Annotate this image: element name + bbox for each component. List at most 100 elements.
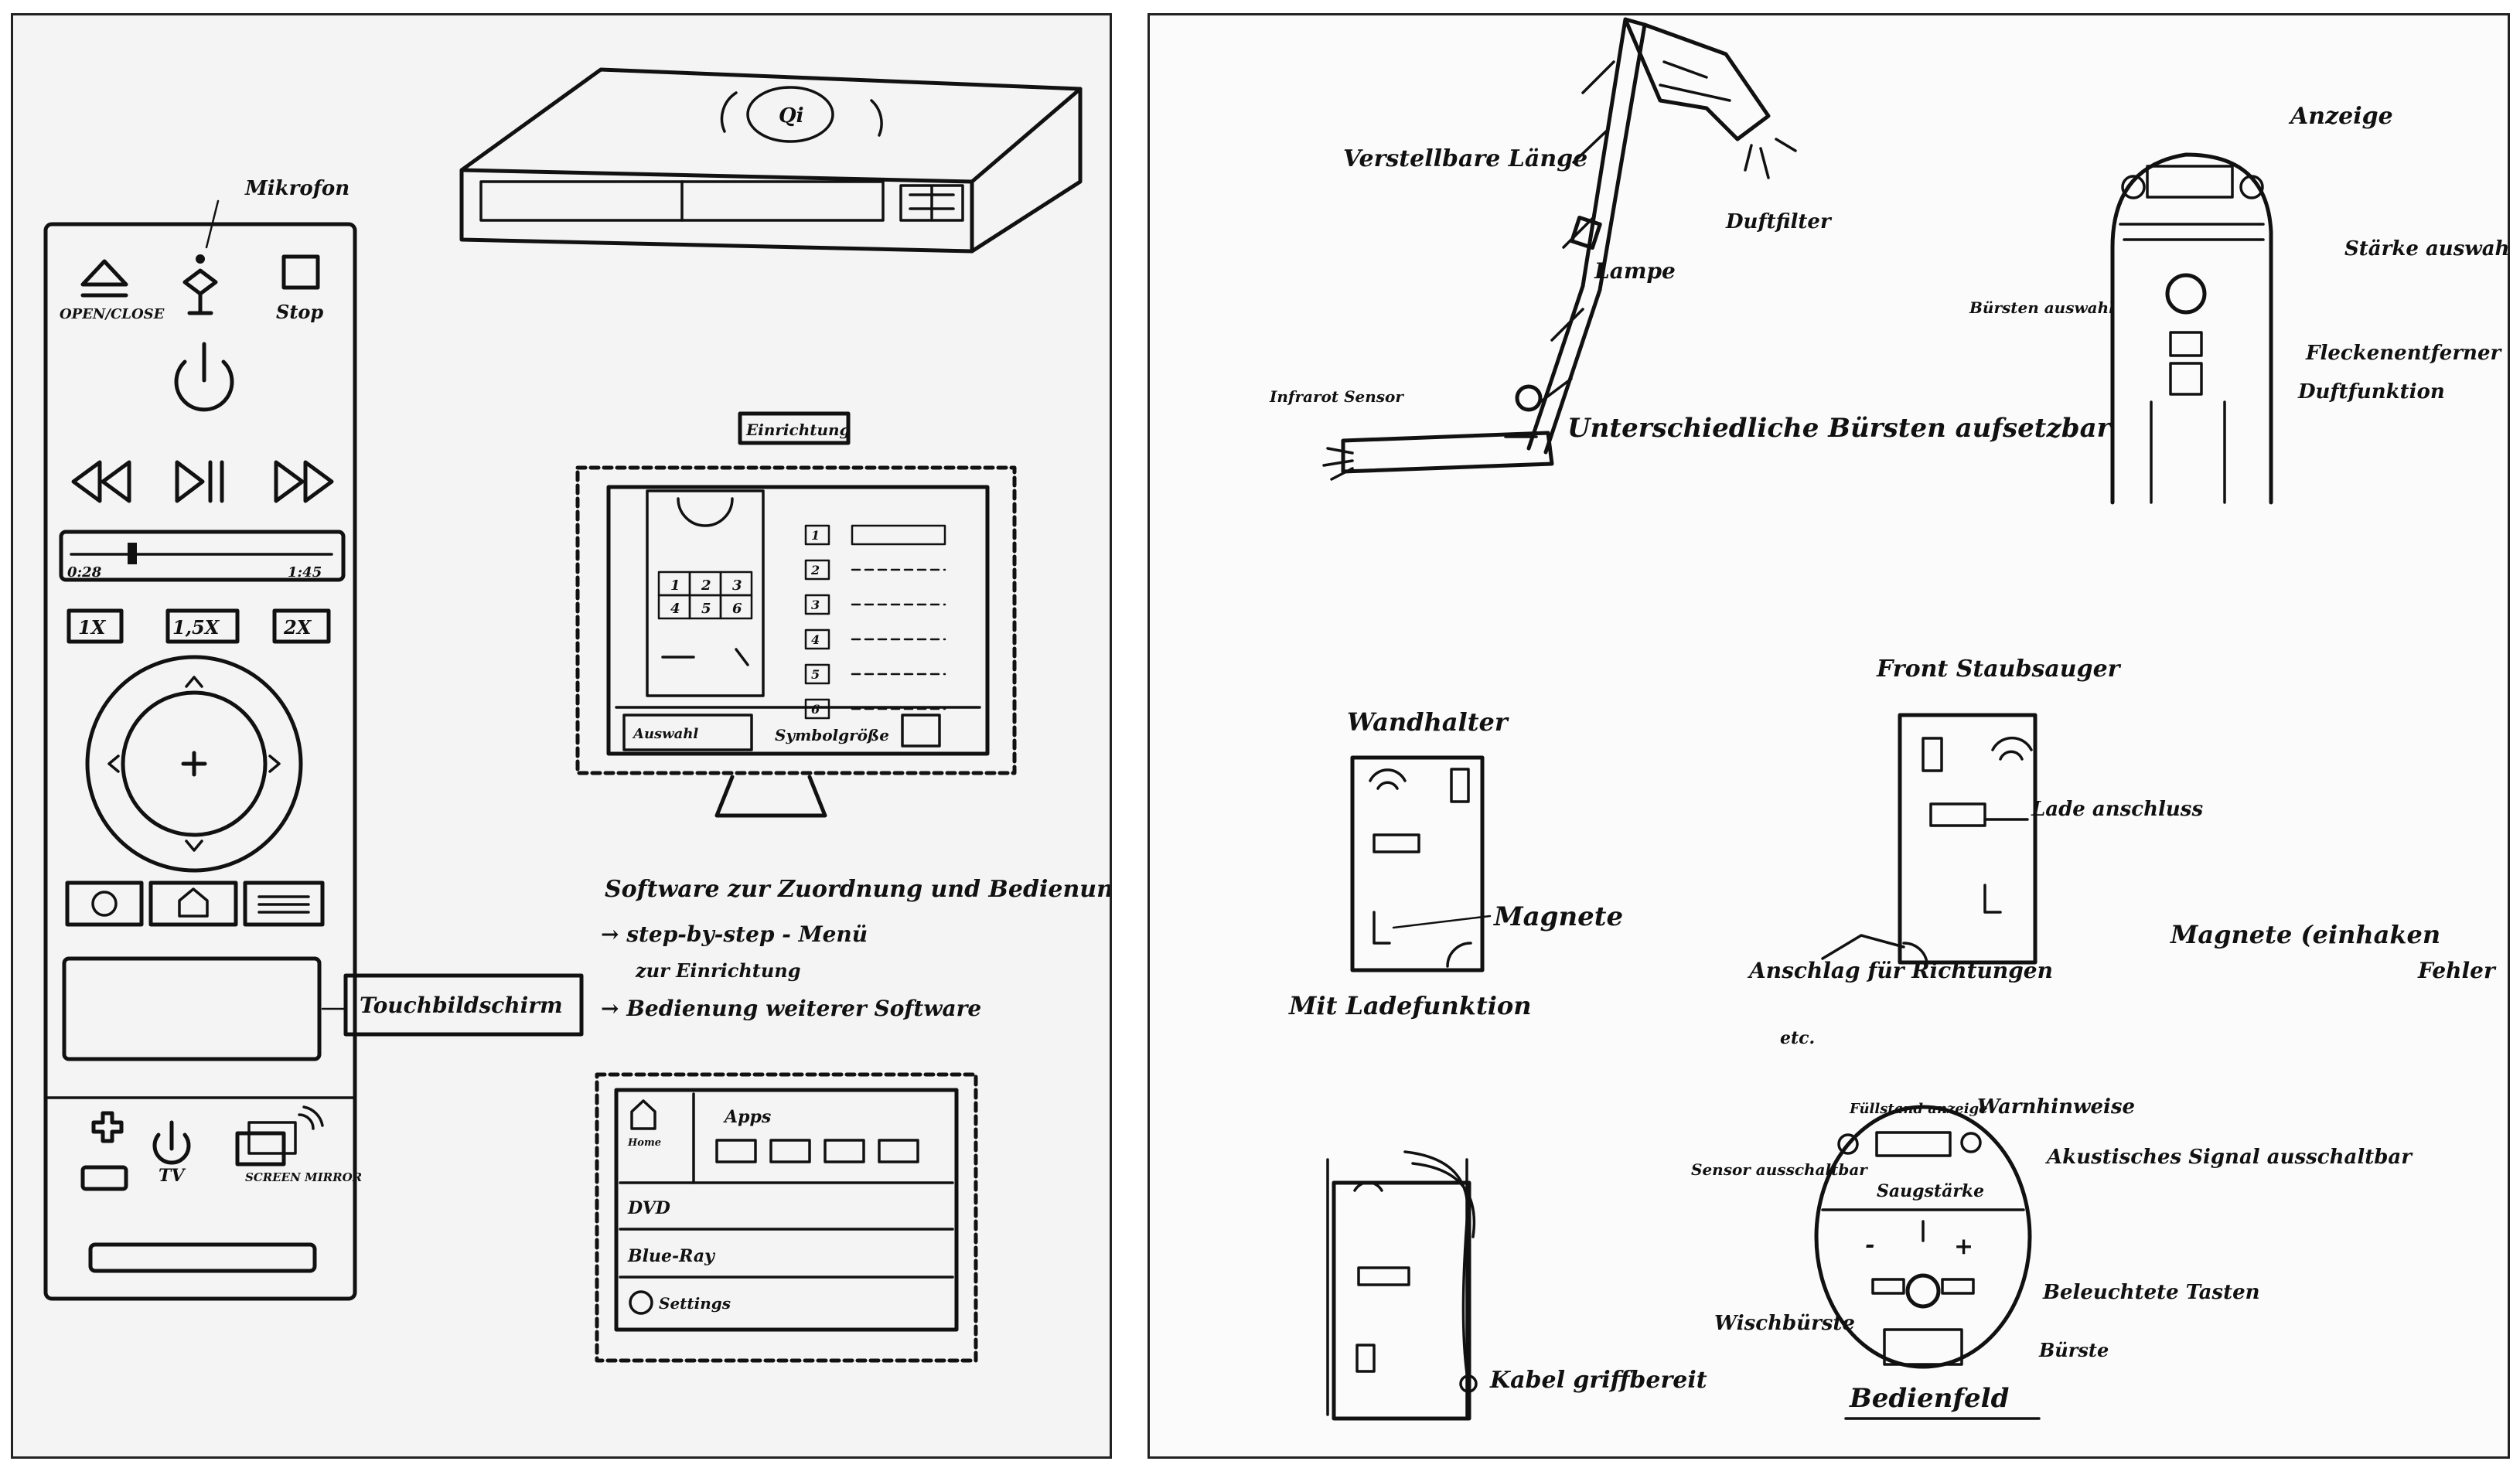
front-vacuum [1898,713,2037,965]
front-stop-label-2: etc. [1780,1028,1815,1048]
front-magnets-label-2: Fehler [2417,958,2497,983]
app-row-bluray[interactable]: Blue-Ray [627,1246,716,1266]
app-tile-4[interactable] [878,1139,919,1163]
vacuum-sketch-drawing: Verstellbare Länge Lampe Duftfilter Infr… [1269,17,2510,1421]
touchscreen-callout-box [343,973,584,1037]
tv-power-icon[interactable] [152,1120,191,1165]
control-fill-label: Füllstand anzeige [1849,1101,1988,1117]
monitor-size-label: Symbolgröße [775,726,889,744]
note-line-4: → Bedienung weiterer Software [601,996,981,1021]
handle-scent-label: Duftfunktion [2297,380,2445,404]
wall-holder-title: Wandhalter [1347,707,1509,737]
touchscreen[interactable] [62,956,322,1061]
control-soft-label: Wischbürste [1714,1312,1855,1335]
remote-body [43,222,357,1301]
cable-label: Kabel griffbereit [1489,1367,1707,1394]
handle-strength-label: Stärke auswahl [2344,237,2510,261]
front-charge-label: Lade anschluss [2031,798,2203,821]
speed-1x-button[interactable] [66,608,124,644]
plus-icon[interactable] [91,1111,124,1143]
front-stop-arrow [1821,934,1905,960]
monitor-select-label: Auswahl [632,726,698,742]
minus-button[interactable] [80,1165,128,1191]
progress-bar[interactable] [59,530,346,582]
preview-dpad [677,497,734,527]
menu-icon [257,895,310,914]
home-icon-app[interactable] [630,1099,656,1130]
settings-icon[interactable] [629,1290,653,1315]
monitor-remote-preview [646,489,765,697]
mic-leader-line [205,199,220,249]
monitor-header-box [738,411,851,445]
touchscreen-label: Touchbildschirm [360,993,563,1018]
time-end: 1:45 [288,564,322,581]
numpad-5: 5 [701,601,711,617]
list-num-4: 4 [811,632,820,647]
microphone-icon[interactable] [182,254,218,315]
monitor-stand [714,775,827,818]
player-box [459,67,1083,254]
note-line-2: → step-by-step - Menü [601,921,868,947]
app-tile-2[interactable] [769,1139,811,1163]
home-icon [178,887,209,918]
sketch-panel-remote: Mikrofon OPEN/CLOSE Stop 0:28 1:45 1X 1,… [11,13,1112,1459]
control-sensor-label: Sensor ausschaltbar [1691,1160,1868,1179]
list-num-3: 3 [811,598,820,612]
dpad-ok-icon[interactable] [181,751,207,777]
control-minus-label[interactable]: - [1865,1231,1874,1259]
play-pause-button[interactable] [175,460,224,503]
app-row-settings[interactable]: Settings [659,1294,731,1313]
control-plus-label[interactable]: + [1954,1233,1973,1260]
eject-button[interactable] [80,259,128,298]
app-screen [614,1088,959,1332]
power-button[interactable] [174,342,234,412]
list-num-6: 6 [811,702,820,717]
app-row-dvd[interactable]: DVD [627,1198,670,1218]
dpad-down-icon[interactable] [185,840,203,852]
lamp-arm [1322,17,1797,481]
rewind-button[interactable] [71,460,131,503]
lamp-length-label: Verstellbare Länge [1343,145,1587,172]
home-button[interactable] [148,880,238,927]
app-tile-3[interactable] [824,1139,865,1163]
vacuum-handle [2110,152,2273,505]
handle-stain-label: Fleckenentferner [2305,342,2502,365]
dpad-ring[interactable] [85,655,303,873]
dpad-left-icon[interactable] [107,754,120,773]
app-tile-1[interactable] [715,1139,757,1163]
monitor-list [804,524,946,720]
control-warnings-label: Warnhinweise [1977,1095,2135,1119]
speed-15x-button[interactable] [165,608,240,644]
sketch-panel-vacuum: Verstellbare Länge Lampe Duftfilter Infr… [1147,13,2510,1459]
control-panel-title: Bedienfeld [1849,1383,2010,1414]
note-line-1: Software zur Zuordnung und Bedienung [605,876,1112,903]
monitor-size-icon [901,714,941,748]
stop-button[interactable] [281,254,320,290]
wall-holder [1350,755,1492,972]
cable-device [1326,1150,1478,1421]
list-num-5: 5 [811,667,820,682]
control-suction-label: Saugstärke [1877,1181,1984,1201]
back-icon [91,891,118,917]
lamp-filter-label: Duftfilter [1725,210,1833,233]
dpad-right-icon[interactable] [268,754,281,773]
lamp-label: Lampe [1594,258,1676,284]
time-start: 0:28 [67,564,102,581]
stop-label: Stop [276,301,323,323]
back-button[interactable] [65,880,144,927]
dpad-up-icon[interactable] [185,676,203,688]
list-num-2: 2 [810,563,820,577]
tv-label: TV [159,1166,186,1186]
speed-2x-button[interactable] [272,608,331,644]
fast-forward-button[interactable] [274,460,334,503]
preview-controls [661,648,749,666]
numpad-4: 4 [670,601,680,617]
monitor-screen [606,485,990,756]
menu-button[interactable] [243,880,325,927]
dpad-center[interactable] [121,690,268,837]
numpad-3: 3 [732,577,742,594]
handle-brush-label: Bürsten auswahl [1969,298,2115,317]
screen-mirror-icon[interactable] [235,1105,324,1167]
numpad-6: 6 [732,601,742,617]
progress-handle[interactable] [128,543,137,564]
